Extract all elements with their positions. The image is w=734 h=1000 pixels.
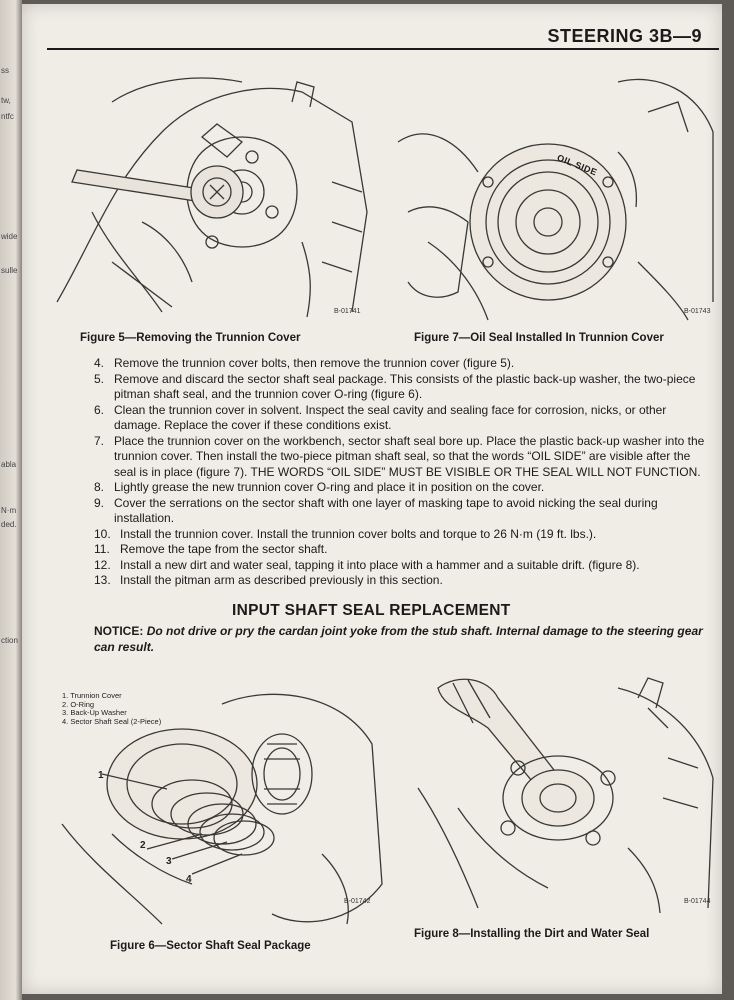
section-title: INPUT SHAFT SEAL REPLACEMENT — [232, 602, 511, 619]
adjacent-page-fragment: wide — [1, 232, 18, 241]
legend-item: 1. Trunnion Cover — [62, 691, 122, 700]
procedure-step: 8.Lightly grease the new trunnion cover … — [94, 480, 545, 494]
callout-4: 4 — [186, 874, 192, 885]
adjacent-page-fragment: ntfc — [1, 112, 14, 121]
adjacent-page-edge: ss tw, ntfc wide sulle abla N·m ded. cti… — [0, 0, 22, 1000]
adjacent-page-fragment: ction — [1, 636, 18, 645]
figure-code: B-01741 — [334, 308, 361, 315]
figure-6-legend: 1. Trunnion Cover 2. O-Ring 3. Back-Up W… — [62, 691, 162, 726]
procedure-step: 9.Cover the serrations on the sector sha… — [94, 495, 658, 526]
legend-item: 2. O-Ring — [62, 699, 95, 709]
procedure-step: 13.Install the pitman arm as described p… — [94, 573, 443, 587]
procedure-step: 11.Remove the tape from the sector shaft… — [94, 542, 328, 556]
procedure-step: 7.Place the trunnion cover on the workbe… — [94, 433, 705, 479]
procedure-step: 5.Remove and discard the sector shaft se… — [94, 371, 696, 402]
adjacent-page-fragment: ded. — [1, 520, 17, 529]
notice-label: NOTICE: — [94, 624, 144, 638]
notice-text: Do not drive or pry the cardan joint yok… — [94, 624, 703, 654]
adjacent-page-fragment: ss — [1, 66, 9, 75]
figure-5-caption: Figure 5—Removing the Trunnion Cover — [80, 332, 301, 344]
manual-page: STEERING 3B—9 B-01741 Figure 5—Removin — [22, 4, 722, 994]
header-rule — [47, 48, 719, 50]
procedure-step: 12.Install a new dirt and water seal, ta… — [94, 557, 640, 572]
figure-code: B-01743 — [684, 308, 711, 315]
figure-6-caption: Figure 6—Sector Shaft Seal Package — [110, 940, 311, 952]
figure-7-illustration: OIL SIDE B-01743 — [388, 62, 718, 324]
figure-6-illustration: B-01742 — [52, 684, 392, 934]
callout-3: 3 — [166, 856, 172, 867]
adjacent-page-fragment: N·m — [1, 506, 17, 515]
callout-1: 1 — [98, 770, 104, 781]
page-header-title: STEERING 3B—9 — [547, 26, 702, 46]
figure-7-caption: Figure 7—Oil Seal Installed In Trunnion … — [414, 332, 664, 344]
adjacent-page-fragment: abla — [1, 460, 17, 469]
figure-code: B-01742 — [344, 898, 371, 905]
procedure-steps: 4.Remove the trunnion cover bolts, then … — [94, 356, 714, 589]
figure-8-illustration: B-01744 — [398, 668, 718, 918]
procedure-step: 4.Remove the trunnion cover bolts, then … — [94, 356, 515, 370]
legend-item: 3. Back-Up Washer — [62, 708, 127, 717]
procedure-step: 6.Clean the trunnion cover in solvent. I… — [94, 402, 667, 433]
adjacent-page-fragment: sulle — [1, 266, 18, 275]
notice-block: NOTICE: Do not drive or pry the cardan j… — [94, 624, 704, 655]
legend-item: 4. Sector Shaft Seal (2-Piece) — [62, 716, 162, 726]
callout-2: 2 — [140, 840, 146, 851]
figure-8-caption: Figure 8—Installing the Dirt and Water S… — [414, 928, 650, 940]
procedure-step: 10.Install the trunnion cover. Install t… — [94, 526, 597, 541]
figure-code: B-01744 — [684, 898, 711, 905]
figure-5-illustration: B-01741 — [52, 62, 372, 324]
adjacent-page-fragment: tw, — [1, 96, 11, 105]
